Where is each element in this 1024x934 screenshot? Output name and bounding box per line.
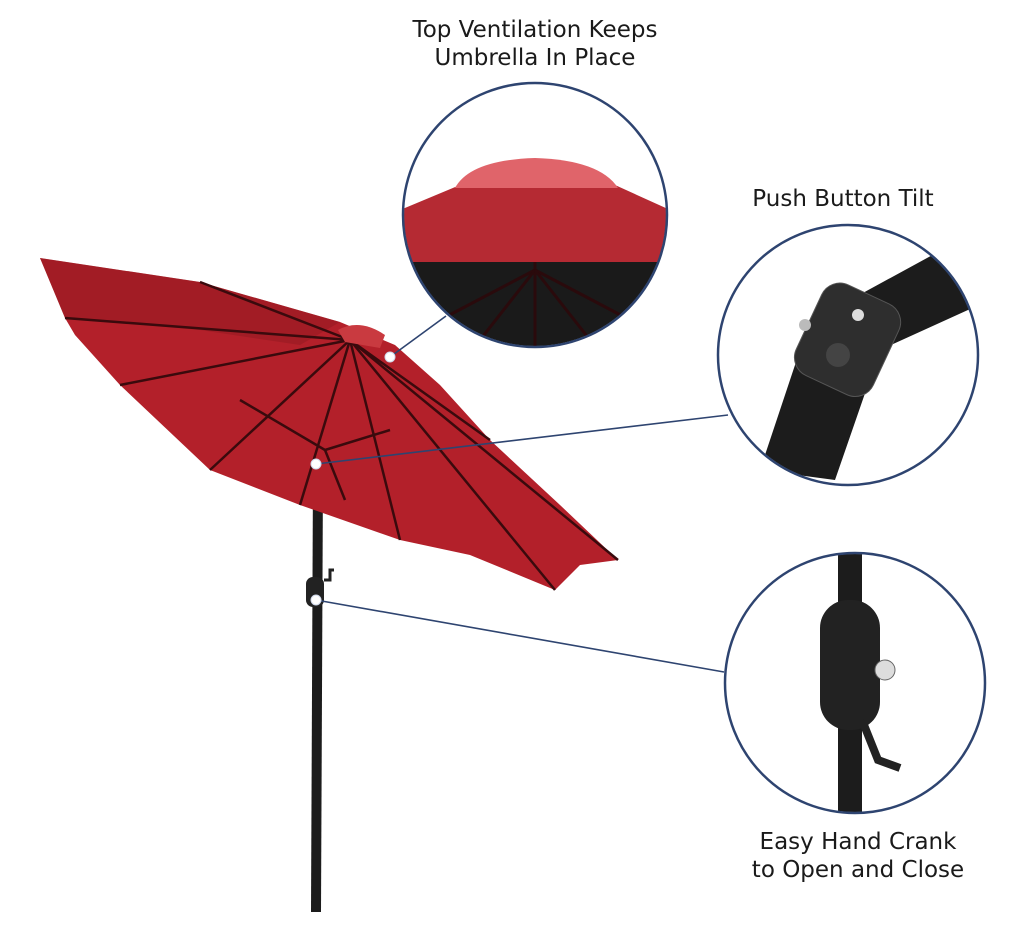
crank-callout-label: Easy Hand Crank to Open and Close: [708, 828, 1008, 884]
crank-callout-ring: [723, 551, 987, 815]
ventilation-callout-label: Top Ventilation Keeps Umbrella In Place: [335, 16, 735, 72]
callout-leader-lines: [315, 315, 729, 673]
callout-dot-crank: [310, 594, 322, 606]
tilt-detail-image: [719, 226, 977, 484]
callout-dot-ventilation: [384, 351, 396, 363]
ventilation-label-line1: Top Ventilation Keeps: [412, 17, 658, 43]
crank-detail-image: [726, 554, 984, 812]
callout-dot-tilt: [310, 458, 322, 470]
crank-label-line1: Easy Hand Crank: [759, 829, 957, 855]
tilt-label-line1: Push Button Tilt: [752, 186, 934, 212]
tilt-callout-ring: [716, 223, 980, 487]
tilt-callout-label: Push Button Tilt: [693, 185, 993, 213]
ventilation-callout-ring: [401, 81, 669, 349]
ventilation-detail-image: [404, 84, 666, 346]
ventilation-label-line2: Umbrella In Place: [434, 45, 636, 71]
crank-label-line2: to Open and Close: [751, 857, 965, 883]
umbrella-canopy: [40, 258, 619, 591]
